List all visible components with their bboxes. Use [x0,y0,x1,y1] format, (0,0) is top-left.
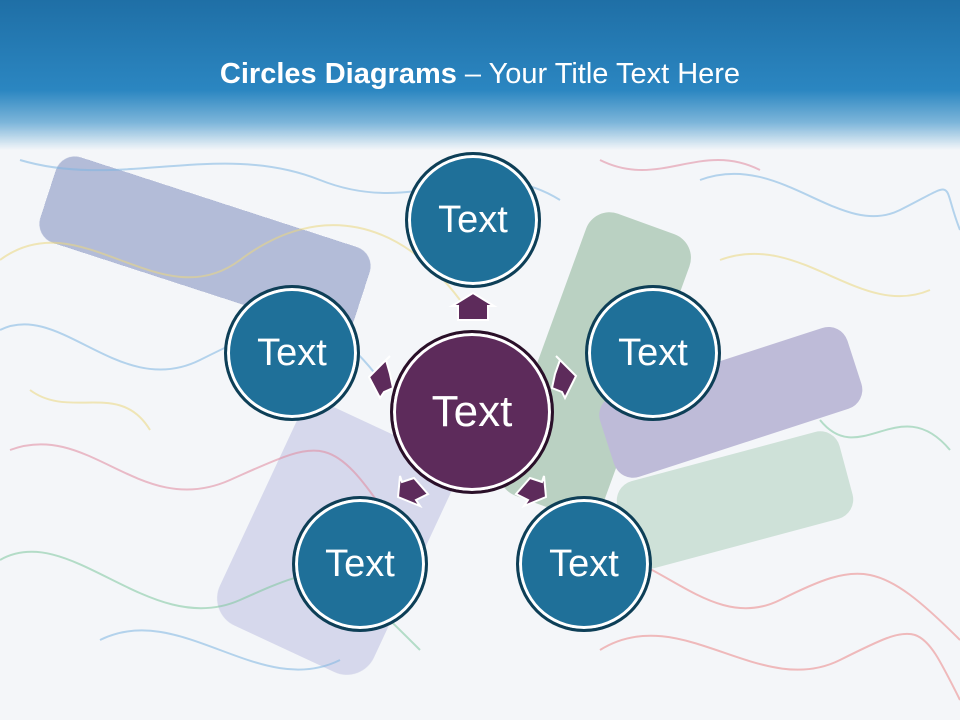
slide-title: Circles Diagrams – Your Title Text Here [0,58,960,91]
title-rest: – Your Title Text Here [456,58,741,90]
arrow-up [448,291,498,321]
node-top: Text [405,152,541,288]
node-top-label: Text [438,198,508,241]
node-lower-right: Text [516,496,652,632]
node-lower-right-label: Text [549,542,619,585]
node-upper-left: Text [224,285,360,421]
node-upper-right: Text [585,285,721,421]
arrow-lower-right [514,475,548,509]
arrow-lower-left [396,475,430,509]
node-upper-left-label: Text [257,331,327,374]
arrow-upper-left [367,355,395,400]
arrow-upper-right [550,355,578,401]
title-bar [0,0,960,150]
center-node-label: Text [431,387,513,436]
node-upper-right-label: Text [618,331,688,374]
center-node: Text [390,330,554,494]
title-strong: Circles Diagrams [219,58,457,90]
node-lower-left-label: Text [325,542,395,585]
node-lower-left: Text [292,496,428,632]
